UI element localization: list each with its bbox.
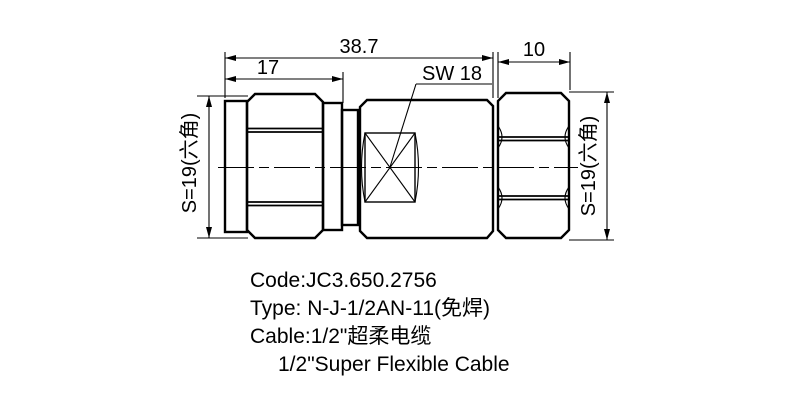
dimension-left-hex-size: S=19(六角) <box>178 95 248 239</box>
right-hex-nut <box>496 91 571 240</box>
dimension-right-hex-size: S=19(六角) <box>569 91 614 241</box>
rear-hex-label: 10 <box>523 39 545 61</box>
front-section-label: 17 <box>257 57 279 79</box>
right-hex-flat-lines <box>498 136 569 201</box>
arrow-down-icon <box>206 227 212 238</box>
neck-groove <box>340 108 360 227</box>
arrow-right-icon <box>482 55 493 61</box>
arrow-right-icon <box>559 59 570 65</box>
note-cable-cn: Cable:1/2"超柔电缆 <box>250 325 431 348</box>
wrench-flat-label: SW 18 <box>422 63 482 85</box>
arrow-up-icon <box>604 92 610 103</box>
left-hex-size-label: S=19(六角) <box>178 113 201 214</box>
wrench-flat-callout: SW 18 <box>389 63 492 168</box>
wrench-flat-diagonals <box>364 132 416 203</box>
connector-body <box>358 98 495 240</box>
note-type: Type: N-J-1/2AN-11(免焊) <box>250 297 490 320</box>
arrow-left-icon <box>498 59 509 65</box>
arrow-left-icon <box>225 55 236 61</box>
arrow-right-icon <box>332 76 343 82</box>
coupling-cap <box>223 99 249 234</box>
dimension-overall-length: 38.7 <box>224 36 494 98</box>
wrench-flat-arcs <box>360 132 420 203</box>
right-hex-size-label: S=19(六角) <box>577 116 600 217</box>
arrow-left-icon <box>225 76 236 82</box>
right-hex-face-arcs <box>497 125 570 210</box>
overall-length-label: 38.7 <box>340 36 379 58</box>
note-code: Code:JC3.650.2756 <box>250 269 437 292</box>
notes-block: Code:JC3.650.2756 Type: N-J-1/2AN-11(免焊)… <box>250 269 510 376</box>
spacer-ring <box>321 101 344 232</box>
wrench-flat-face <box>364 132 416 203</box>
dimension-rear-hex: 10 <box>497 39 571 98</box>
left-hex-flat-lines <box>247 127 323 207</box>
arrow-down-icon <box>604 229 610 240</box>
left-hex-nut <box>245 92 325 240</box>
dimension-front-section: 17 <box>225 57 344 103</box>
arrow-up-icon <box>206 96 212 107</box>
note-cable-en: 1/2"Super Flexible Cable <box>278 353 510 376</box>
